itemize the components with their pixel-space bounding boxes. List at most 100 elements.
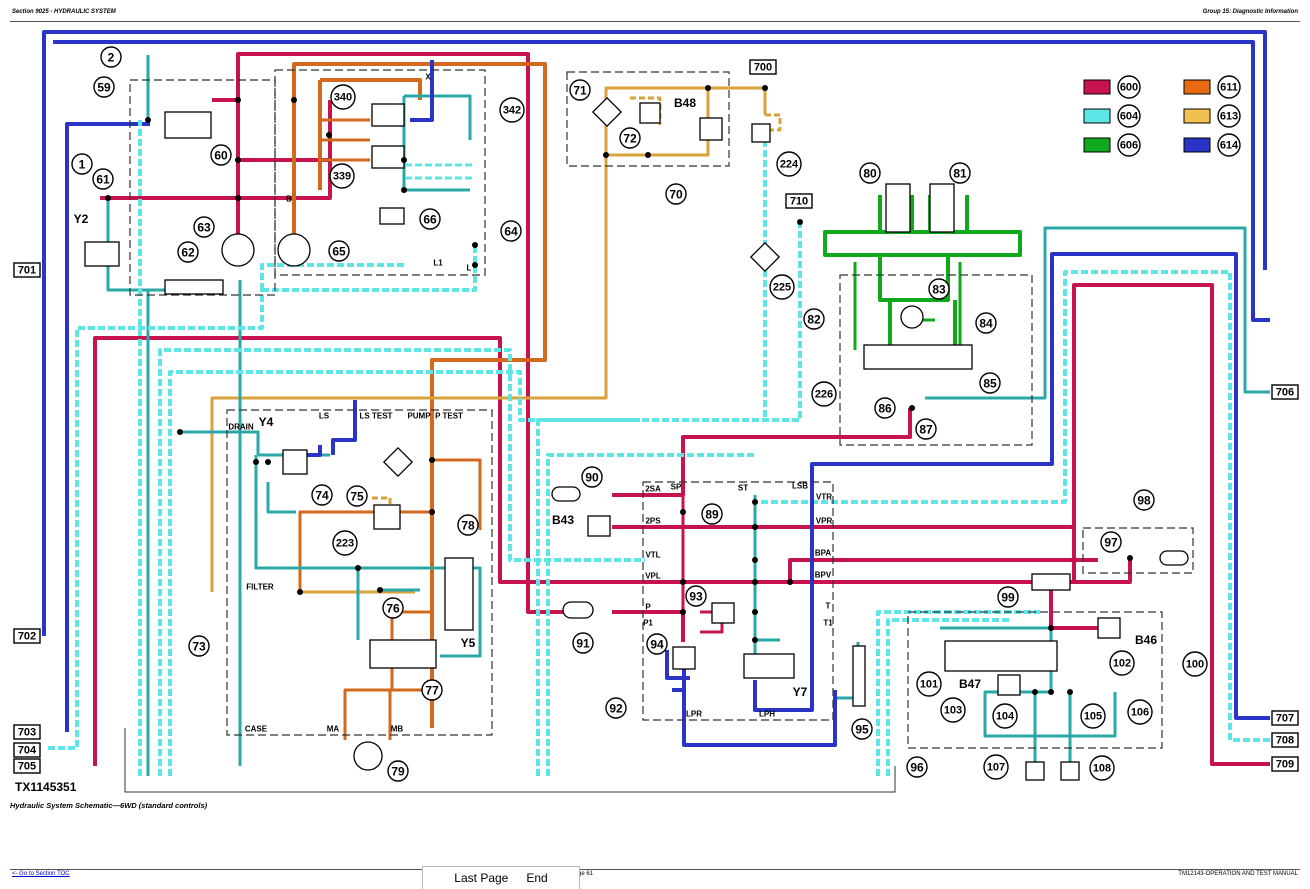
legend-swatch — [1183, 137, 1211, 153]
port-lph: LPH — [759, 710, 775, 719]
toc-link[interactable]: <- Go to Section TOC — [12, 871, 70, 877]
valve-y5 — [444, 557, 474, 631]
shuttle-99 — [1031, 573, 1071, 591]
junction-dot — [235, 157, 241, 163]
callout-circle — [859, 162, 881, 184]
callout-96: 96 — [910, 761, 924, 775]
legend-swatch — [1083, 108, 1111, 124]
control-valve-box — [226, 409, 493, 736]
callout-66: 66 — [423, 213, 437, 227]
callout-circle — [940, 697, 966, 723]
cyl-81 — [929, 183, 955, 233]
return-dash-line — [48, 290, 264, 750]
junction-dot — [752, 609, 758, 615]
port-ls-test: LS TEST — [360, 412, 393, 421]
callout-93: 93 — [689, 590, 703, 604]
valve-84 — [863, 344, 973, 370]
port-drain: DRAIN — [228, 423, 254, 432]
return-dash-line — [138, 120, 645, 776]
callout-1: 1 — [79, 158, 86, 172]
junction-dot — [797, 219, 803, 225]
steer-line — [878, 195, 969, 232]
callout-226: 226 — [815, 389, 833, 401]
port-bpv: BPV — [815, 571, 832, 580]
callout-98: 98 — [1137, 494, 1151, 508]
return-dash-line — [546, 453, 755, 776]
junction-dot — [265, 459, 271, 465]
callout-circle — [1127, 699, 1153, 725]
callout-circle — [71, 153, 93, 175]
pilot-valve-box — [566, 71, 730, 167]
drain-line — [42, 30, 1267, 636]
callout-63: 63 — [197, 221, 211, 235]
callout-circle — [572, 632, 594, 654]
pump-line — [318, 78, 422, 190]
return-line — [925, 226, 1270, 400]
valve-340 — [371, 103, 405, 127]
label-y4: Y4 — [259, 415, 274, 429]
port-mb: MB — [391, 725, 404, 734]
valve-y7 — [743, 653, 795, 679]
callout-circle — [776, 151, 802, 177]
callout-circle — [382, 597, 404, 619]
boxed-label-frame — [785, 193, 813, 209]
callout-81: 81 — [953, 167, 967, 181]
pressure-line — [612, 408, 912, 497]
callout-circle — [1109, 650, 1135, 676]
callout-79: 79 — [391, 765, 405, 779]
legend-code-614: 614 — [1220, 140, 1239, 152]
return-line — [106, 198, 165, 292]
pump-63 — [221, 233, 255, 267]
boxed-label-frame — [13, 262, 41, 278]
callout-circle — [311, 484, 333, 506]
boxed-label-710: 710 — [790, 196, 808, 208]
junction-dot — [355, 565, 361, 571]
legend-circle — [1217, 133, 1241, 157]
junction-dot — [909, 405, 915, 411]
callout-circle — [975, 312, 997, 334]
return-line — [358, 566, 482, 658]
drain-line — [65, 122, 150, 732]
junction-dot — [705, 85, 711, 91]
callout-circle — [605, 697, 627, 719]
callout-circle — [928, 278, 950, 300]
callout-circle — [983, 754, 1009, 780]
motor-79 — [353, 741, 383, 771]
ls-line — [753, 252, 1270, 720]
callout-86: 86 — [878, 402, 892, 416]
callout-circle — [419, 208, 441, 230]
legend-code-600: 600 — [1120, 82, 1138, 94]
valve-224 — [751, 123, 771, 143]
callout-62: 62 — [181, 246, 195, 260]
junction-dot — [762, 85, 768, 91]
junction-dot — [752, 579, 758, 585]
return-line — [266, 482, 420, 592]
port-b: B — [286, 195, 292, 204]
port-2ps: 2PS — [645, 517, 661, 526]
callout-72: 72 — [623, 132, 637, 146]
legend-swatch — [1083, 137, 1111, 153]
pto-valve-box — [907, 611, 1163, 749]
section-header: Section 9025 - HYDRAULIC SYSTEM — [12, 9, 116, 15]
boxed-label-706: 706 — [1276, 387, 1294, 399]
label-b43: B43 — [552, 513, 574, 527]
callout-75: 75 — [350, 490, 364, 504]
boxed-label-709: 709 — [1276, 759, 1294, 771]
pilot-line — [765, 113, 782, 132]
group-header: Group 15: Diagnostic Information — [1202, 9, 1298, 15]
legend-code-613: 613 — [1220, 111, 1238, 123]
callout-104: 104 — [996, 711, 1015, 723]
last-page-button[interactable]: Last Page — [454, 871, 509, 885]
end-button[interactable]: End — [526, 871, 548, 885]
callout-circle — [803, 308, 825, 330]
pump-line — [292, 62, 547, 728]
port-vtl: VTL — [645, 551, 660, 560]
junction-dot — [429, 509, 435, 515]
callout-circle — [100, 46, 122, 68]
pump-65 — [277, 233, 311, 267]
callout-339: 339 — [333, 171, 351, 183]
boxed-label-frame — [13, 742, 41, 758]
footer-toc[interactable]: <- Go to Section TOC — [12, 871, 70, 877]
junction-dot — [472, 242, 478, 248]
boxed-label-701: 701 — [18, 265, 36, 277]
